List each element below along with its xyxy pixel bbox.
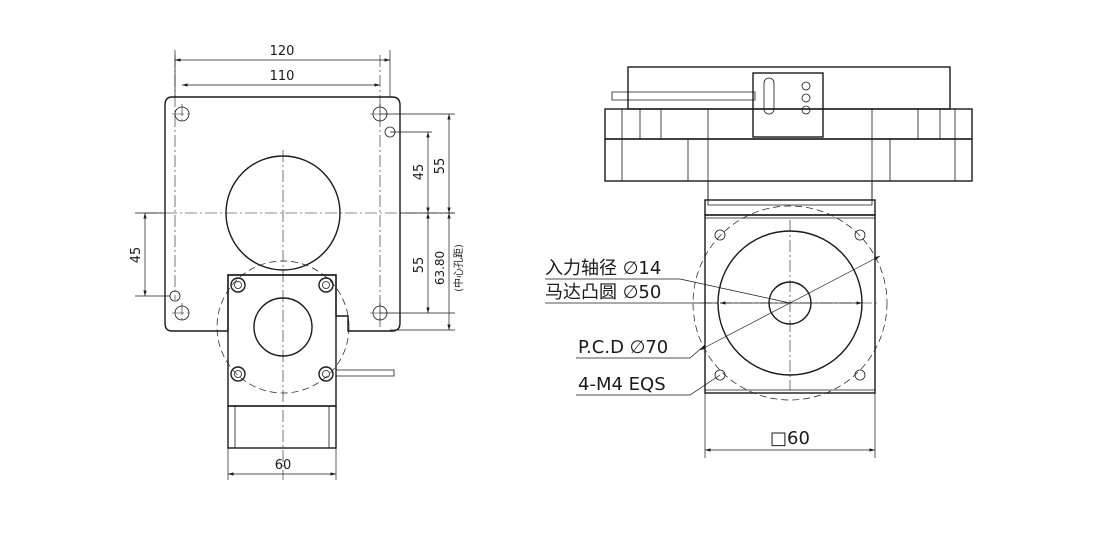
motor-flange <box>227 274 337 407</box>
gearbox-top <box>604 108 973 140</box>
cable <box>336 369 395 377</box>
dim-55-bottom: 55 <box>412 257 427 274</box>
dim-120: 120 <box>270 44 295 59</box>
dim-note-center-hole: (中心孔距) <box>452 244 465 292</box>
dim-6380: 63.80 <box>433 251 447 285</box>
motor-body <box>227 405 337 449</box>
bracket <box>752 72 824 138</box>
square-dim-label: □60 <box>770 428 810 449</box>
input-shaft-label: 入力轴径 ∅14 <box>545 258 661 279</box>
holes-label: 4-M4 EQS <box>578 374 666 395</box>
right-view: 入力轴径 ∅14 马达凸圆 ∅50 P.C.D ∅70 4-M4 EQS □60 <box>545 66 973 458</box>
gearbox-body <box>604 138 973 182</box>
neck <box>704 199 876 216</box>
dim-45-left: 45 <box>129 247 144 264</box>
left-view: 120 110 45 55 55 63.80 (中心孔距) 45 60 <box>129 44 465 480</box>
pcd-circle-right <box>692 205 888 401</box>
dim-110: 110 <box>270 69 295 84</box>
dim-60-bottom: 60 <box>275 458 292 473</box>
pcd-label: P.C.D ∅70 <box>578 337 668 358</box>
motor-screws-left <box>230 277 334 382</box>
motor-boss-label: 马达凸圆 ∅50 <box>545 282 661 303</box>
pcd-circle-left <box>216 260 350 394</box>
mounting-plate <box>164 96 401 332</box>
motor-boss <box>253 297 313 357</box>
dim-45-right: 45 <box>412 164 427 181</box>
dim-55-top: 55 <box>433 158 448 175</box>
mounting-holes-right <box>714 229 866 381</box>
